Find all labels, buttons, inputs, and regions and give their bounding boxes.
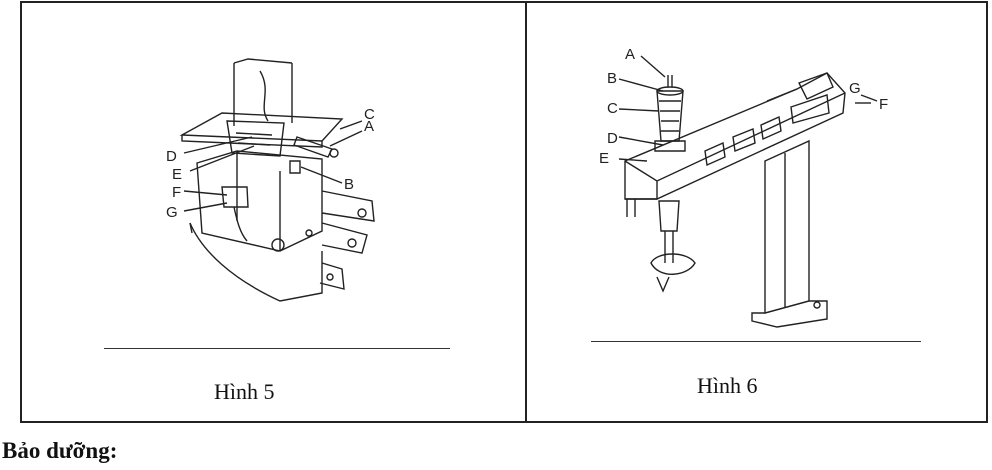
figure-5-label-a: A: [364, 118, 374, 135]
figure-5-label-d: D: [166, 148, 177, 165]
panel-divider: [525, 1, 527, 423]
figure-6-label-b: B: [607, 70, 617, 87]
figure-6-rule: [591, 341, 921, 342]
figure-6-label-g: G: [849, 80, 861, 97]
figure-5-label-f: F: [172, 184, 181, 201]
figure-6-label-e: E: [599, 150, 609, 167]
figure-6-label-c: C: [607, 100, 618, 117]
figure-6-panel: A B C D E G F Hình 6: [527, 1, 986, 423]
figure-5-rule: [104, 348, 450, 349]
figure-5-caption: Hình 5: [214, 379, 275, 404]
section-heading: Bảo dưỡng:: [2, 438, 118, 463]
figure-5-label-g: G: [166, 204, 178, 221]
figure-6-label-f: F: [879, 96, 888, 113]
figure-6-caption: Hình 6: [697, 373, 758, 398]
figure-5-panel: C A B D E F G Hình 5: [22, 1, 525, 423]
figure-frame: [20, 1, 988, 423]
figure-6-illustration: A B C D E G F: [599, 46, 888, 328]
figure-5-label-c: C: [364, 106, 375, 123]
figure-5-label-b: B: [344, 176, 354, 193]
figure-6-label-a: A: [625, 46, 635, 63]
figure-6-label-d: D: [607, 130, 618, 147]
figure-5-illustration: C A B D E F G: [166, 58, 375, 302]
figure-5-label-e: E: [172, 166, 182, 183]
